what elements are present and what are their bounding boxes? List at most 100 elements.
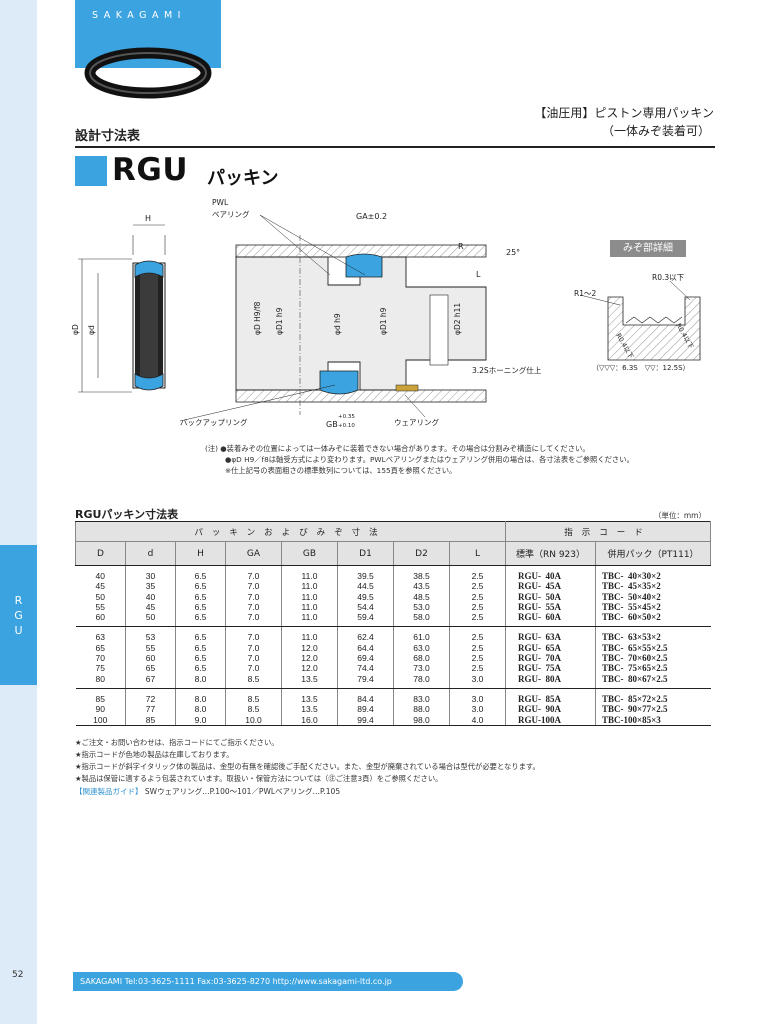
label-phi-d1-h9: φD1 h9 — [275, 307, 284, 335]
dimension-cell: 78.0 — [393, 673, 450, 689]
label-r: R — [458, 242, 464, 251]
dimension-cell: 58.0 — [393, 612, 450, 628]
pack-code-cell: TBC- 63×53×2 — [595, 626, 711, 643]
dimension-cell: 7.0 — [225, 581, 282, 592]
section-label: 設計寸法表 — [75, 129, 141, 144]
pack-code-cell: TBC- 65×55×2.5 — [595, 642, 711, 654]
label-l: L — [476, 270, 481, 279]
code-cell: RGU- 70A — [505, 653, 596, 664]
pack-code-cell: TBC- 85×72×2.5 — [595, 688, 711, 705]
dimension-cell: 45 — [95, 581, 105, 592]
seal-section — [78, 224, 166, 393]
dimension-cell: 4.0 — [449, 714, 506, 726]
label-phi-d1-h9-b: φD1 h9 — [379, 307, 388, 335]
code-cell: RGU- 65A — [505, 642, 596, 654]
dimension-cell: 11.0 — [281, 581, 338, 592]
footnote: ★ご注文・お問い合わせは、指示コードにてご指示ください。 — [75, 738, 279, 747]
side-tab-letter: G — [14, 608, 23, 622]
design-notes: (注) ●装着みぞの位置によっては一体みぞに装着できない場合があります。その場合… — [205, 443, 634, 476]
dimension-cell: 80 — [75, 673, 126, 689]
dimension-cell: 7.0 — [225, 612, 282, 628]
dimension-cell: 7.0 — [225, 653, 282, 664]
label-wear-ring: ウェアリング — [394, 417, 439, 427]
dimension-cell: 68.0 — [393, 653, 450, 664]
dimension-cell: 12.0 — [281, 663, 338, 674]
dimension-cell: 73.0 — [393, 663, 450, 674]
dimension-cell: 55 — [125, 642, 176, 654]
dimension-cell: 50 — [95, 591, 105, 602]
groove-detail-badge: みぞ部詳細 — [610, 240, 686, 257]
design-note: ●φD H9／f8は軸受方式により変わります。PWLベアリングまたはウェアリング… — [225, 455, 634, 464]
dimension-cell: 65 — [125, 663, 176, 674]
col-header: GB — [281, 541, 338, 566]
col-header: D — [75, 541, 126, 566]
related-products[interactable]: 【関連製品ガイド】 SWウェアリング…P.100～101／PWLベアリング…P.… — [75, 786, 340, 797]
dimension-cell: 44.5 — [337, 581, 394, 592]
dimension-cell: 90 — [95, 704, 105, 715]
dimension-cell: 72 — [125, 688, 176, 705]
col-header: 標準（RN 923） — [505, 541, 596, 566]
dimension-cell: 7.0 — [225, 663, 282, 674]
col-header: H — [175, 541, 226, 566]
dimension-cell: 64.4 — [337, 642, 394, 654]
series-subtitle: （一体みぞ装着可） — [601, 124, 710, 138]
dimension-cell: 53.0 — [393, 601, 450, 613]
col-header: D1 — [337, 541, 394, 566]
pack-code-cell: TBC- 50×40×2 — [595, 591, 711, 602]
dimension-cell: 63.0 — [393, 642, 450, 654]
code-cell: RGU-100A — [505, 714, 596, 726]
pack-code-cell: TBC-100×85×3 — [595, 714, 711, 726]
table-title: RGUパッキン寸法表 — [75, 508, 179, 521]
dimension-cell: 8.0 — [175, 688, 226, 705]
dimension-cell: 6.5 — [175, 653, 226, 664]
dimension-cell: 99.4 — [337, 714, 394, 726]
dimension-cell: 85 — [125, 714, 176, 726]
dimension-cell: 12.0 — [281, 642, 338, 654]
dimension-cell: 50 — [125, 612, 176, 628]
cylinder-assembly — [235, 235, 487, 415]
side-index-tab[interactable]: R G U — [0, 545, 37, 685]
dimension-cell: 60 — [125, 653, 176, 664]
dimension-cell: 40 — [95, 571, 105, 581]
dimension-cell: 7.0 — [225, 626, 282, 643]
unit-label: （単位：mm） — [653, 511, 706, 520]
label-angle: 25° — [506, 248, 520, 257]
dimension-cell: 6.5 — [175, 612, 226, 628]
dimension-cell: 88.0 — [393, 704, 450, 715]
label-ga: GA±0.2 — [356, 212, 387, 221]
pack-code-cell: TBC- 90×77×2.5 — [595, 704, 711, 715]
label-phi-d2-h11: φD2 h11 — [453, 303, 462, 335]
dimension-cell: 8.5 — [225, 704, 282, 715]
dimension-cell: 100 — [75, 714, 126, 726]
code-cell: RGU- 80A — [505, 673, 596, 689]
label-gb-tol-plus: +0.35 — [338, 414, 355, 420]
pack-code-cell: TBC- 80×67×2.5 — [595, 673, 711, 689]
footnote: ★指示コードが色地の製品は在庫しております。 — [75, 750, 234, 759]
footnote: ★指示コードが斜字イタリック体の製品は、金型の有無を確認後ご手配ください。また、… — [75, 762, 540, 771]
col-header: L — [449, 541, 506, 566]
dimension-cell: 2.5 — [449, 653, 506, 664]
label-pwl-bearing: ベアリング — [212, 209, 250, 219]
dimension-cell: 62.4 — [337, 626, 394, 643]
dimension-cell: 79.4 — [337, 673, 394, 689]
label-r1-2: R1～2 — [574, 289, 596, 298]
dimension-cell: 53 — [125, 626, 176, 643]
code-cell: RGU- 45A — [505, 581, 596, 592]
footer-contact-bar[interactable]: SAKAGAMI Tel:03-3625-1111 Fax:03-3625-82… — [73, 972, 463, 991]
dimension-cell: 38.5 — [393, 565, 450, 582]
dimension-cell: 61.0 — [393, 626, 450, 643]
code-cell: RGU- 90A — [505, 704, 596, 715]
dimension-cell: 2.5 — [449, 591, 506, 602]
dimension-cell: 2.5 — [449, 626, 506, 643]
dimension-cell: 2.5 — [449, 642, 506, 654]
col-header: GA — [225, 541, 282, 566]
pack-code-cell: TBC- 45×35×2 — [595, 581, 711, 592]
dimension-cell: 85 — [95, 693, 105, 704]
dimension-cell: 43.5 — [393, 581, 450, 592]
dimension-cell: 84.4 — [337, 688, 394, 705]
dimension-cell: 55 — [95, 601, 105, 612]
